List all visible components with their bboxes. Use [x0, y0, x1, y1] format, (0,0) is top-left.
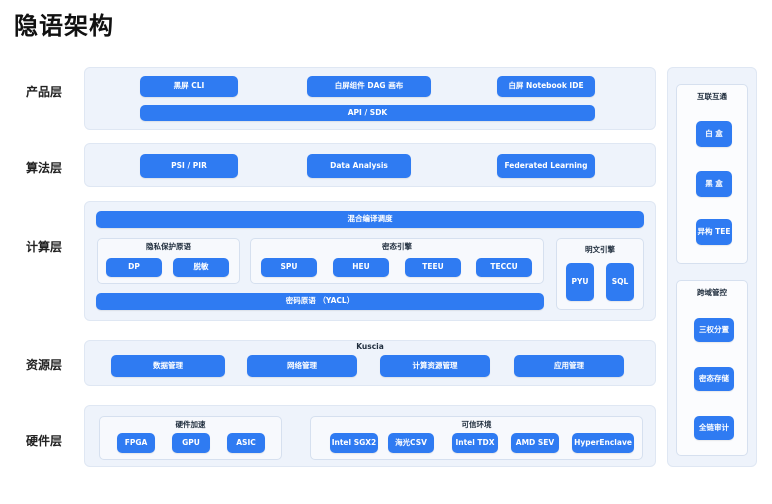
gpu-box: GPU [172, 433, 210, 453]
interconnect-title: 互联互通 [697, 92, 727, 101]
hygon-csv-box: 海光CSV [388, 433, 434, 453]
hybrid-compile-bar: 混合编译调度 [96, 211, 644, 228]
amd-sev-box: AMD SEV [511, 433, 559, 453]
api-sdk-bar: API / SDK [140, 105, 595, 121]
yacl-bar: 密码原语 （YACL） [96, 293, 544, 310]
sql-box: SQL [606, 263, 634, 301]
dp-box: DP [106, 258, 162, 277]
asic-box: ASIC [227, 433, 265, 453]
intel-sgx2-box: Intel SGX2 [330, 433, 378, 453]
pyu-box: PYU [566, 263, 594, 301]
psi-pir-box: PSI / PIR [140, 154, 238, 178]
plain-engine-title: 明文引擎 [585, 245, 615, 254]
cross-domain-title: 跨域管控 [697, 288, 727, 297]
black-cli-box: 黑屏 CLI [140, 76, 238, 97]
desensitize-box: 脱敏 [173, 258, 229, 277]
page-title: 隐语架构 [14, 12, 114, 40]
app-mgmt-box: 应用管理 [514, 355, 624, 377]
teccu-box: TECCU [476, 258, 532, 277]
layer-label-resource: 资源层 [26, 358, 63, 372]
dag-canvas-box: 白屏组件 DAG 画布 [307, 76, 431, 97]
cipher-engine-title: 密态引擎 [382, 242, 412, 251]
teeu-box: TEEU [405, 258, 461, 277]
layer-label-product: 产品层 [26, 85, 63, 99]
data-analysis-box: Data Analysis [307, 154, 411, 178]
compute-mgmt-box: 计算资源管理 [380, 355, 490, 377]
hardware-accel-title: 硬件加速 [175, 420, 206, 429]
spu-box: SPU [261, 258, 317, 277]
heu-box: HEU [333, 258, 389, 277]
intel-tdx-box: Intel TDX [452, 433, 498, 453]
federated-learning-box: Federated Learning [497, 154, 595, 178]
kuscia-title: Kuscia [356, 342, 384, 351]
hyperenclave-box: HyperEnclave [572, 433, 634, 453]
layer-label-algorithm: 算法层 [26, 161, 63, 175]
layer-label-compute: 计算层 [26, 240, 63, 254]
network-mgmt-box: 网络管理 [247, 355, 357, 377]
white-box-box: 白 盒 [696, 121, 732, 147]
full-audit-box: 全链审计 [694, 416, 734, 440]
hetero-tee-box: 异构 TEE [696, 219, 732, 245]
fpga-box: FPGA [117, 433, 155, 453]
notebook-ide-box: 白屏 Notebook IDE [497, 76, 595, 97]
black-box-box: 黑 盒 [696, 171, 732, 197]
separation-box: 三权分置 [694, 318, 734, 342]
cipher-storage-box: 密态存储 [694, 367, 734, 391]
layer-label-hardware: 硬件层 [26, 434, 63, 448]
data-mgmt-box: 数据管理 [111, 355, 225, 377]
trusted-env-title: 可信环境 [461, 420, 492, 429]
privacy-primitives-title: 隐私保护原语 [146, 242, 191, 251]
